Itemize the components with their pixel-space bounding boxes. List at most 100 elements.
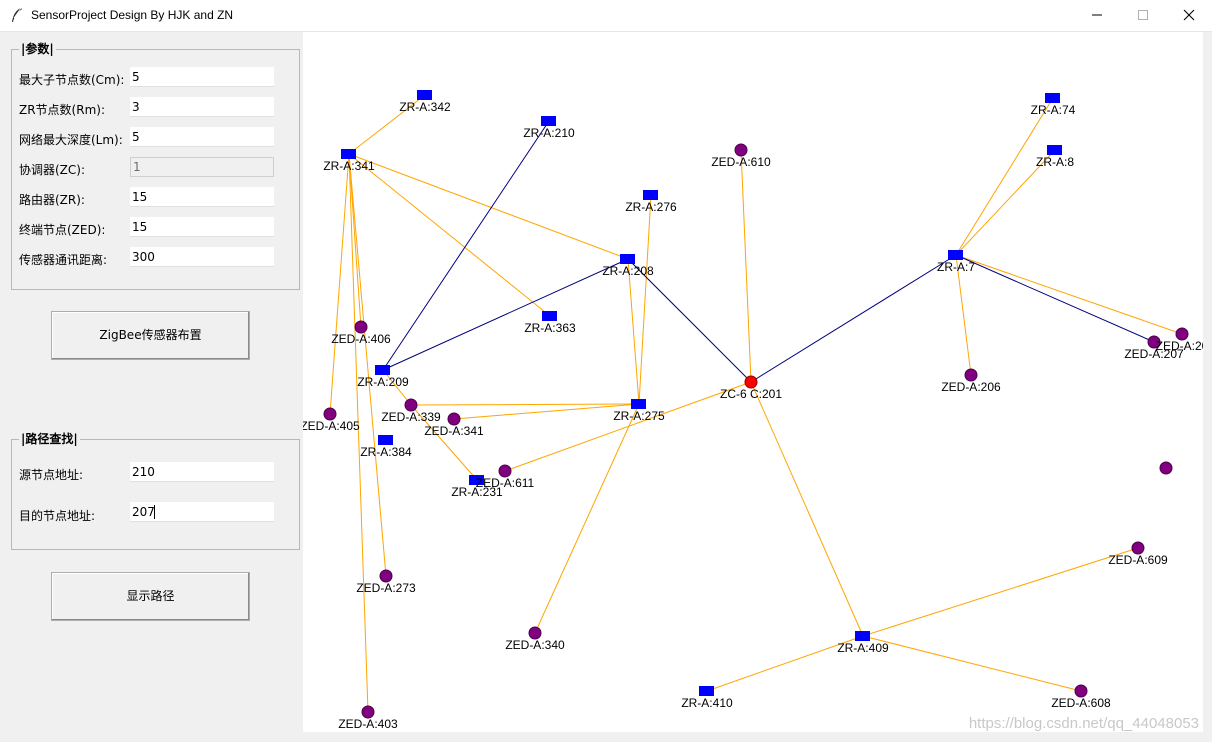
node-label: ZR-A:74: [1031, 103, 1076, 117]
router-node[interactable]: [1047, 145, 1062, 155]
router-node[interactable]: [375, 365, 390, 375]
path-links: [382, 120, 1155, 383]
path-search-legend: |路径查找|: [19, 432, 80, 446]
param-input-zed[interactable]: [130, 217, 274, 237]
end-device-node[interactable]: [1074, 684, 1088, 698]
param-label-zc: 协调器(ZC):: [19, 163, 86, 177]
end-device-node[interactable]: [528, 626, 542, 640]
router-node[interactable]: [643, 190, 658, 200]
router-node[interactable]: [417, 90, 432, 100]
node-label: ZR-A:208: [602, 264, 654, 278]
tree-link: [504, 381, 752, 472]
router-node[interactable]: [542, 311, 557, 321]
end-device-node[interactable]: [1159, 461, 1173, 475]
tree-link: [348, 94, 426, 155]
node-label: ZED-A:609: [1108, 553, 1168, 567]
node-label: ZR-A:8: [1036, 155, 1074, 169]
network-canvas[interactable]: ZC-6 C:201ZR-A:341ZR-A:342ZR-A:210ZR-A:2…: [303, 32, 1203, 732]
node-label: ZED-A:406: [331, 332, 391, 346]
path-link: [955, 254, 1155, 343]
sensor-nodes: ZC-6 C:201ZR-A:341ZR-A:342ZR-A:210ZR-A:2…: [303, 90, 1203, 731]
tree-link: [955, 149, 1056, 256]
node-label: ZR-A:342: [399, 100, 451, 114]
end-device-node[interactable]: [379, 569, 393, 583]
target-address-label: 目的节点地址:: [19, 509, 96, 523]
node-label: ZED-A:273: [356, 581, 416, 595]
node-label: ZED-A:405: [303, 419, 360, 433]
param-label-range: 传感器通讯距离:: [19, 253, 108, 267]
router-node[interactable]: [948, 250, 963, 260]
param-label-rm: ZR节点数(Rm):: [19, 103, 105, 117]
tree-link: [955, 254, 972, 376]
router-node[interactable]: [378, 435, 393, 445]
node-label: ZR-A:409: [837, 641, 889, 655]
node-label: ZED-A:341: [424, 424, 484, 438]
tree-link: [348, 153, 362, 328]
node-label: ZR-A:384: [360, 445, 412, 459]
show-path-button[interactable]: 显示路径: [51, 572, 250, 621]
end-device-node[interactable]: [354, 320, 368, 334]
param-input-zr[interactable]: [130, 187, 274, 207]
param-input-cm[interactable]: [130, 67, 274, 87]
tree-link: [453, 403, 640, 420]
end-device-node[interactable]: [361, 705, 375, 719]
node-label: ZED-A:207: [1124, 347, 1184, 361]
node-label: ZR-A:341: [323, 159, 375, 173]
node-label: ZED-A:610: [711, 155, 771, 169]
minimize-button[interactable]: [1074, 0, 1120, 31]
router-node[interactable]: [1045, 93, 1060, 103]
coordinator-node[interactable]: [744, 375, 758, 389]
tree-link: [955, 97, 1054, 256]
tree-link: [534, 403, 640, 634]
router-node[interactable]: [631, 399, 646, 409]
node-label: ZED-A:20: [1156, 339, 1203, 353]
param-input-range[interactable]: [130, 247, 274, 267]
node-label: ZR-A:363: [524, 321, 576, 335]
node-label: ZR-A:209: [357, 375, 409, 389]
source-address-input[interactable]: [130, 462, 274, 482]
target-address-input[interactable]: [130, 502, 274, 522]
path-link: [750, 254, 957, 383]
end-device-node[interactable]: [498, 464, 512, 478]
tree-link: [348, 153, 551, 317]
end-device-node[interactable]: [404, 398, 418, 412]
router-node[interactable]: [855, 631, 870, 641]
tree-link: [862, 635, 1082, 692]
param-label-lm: 网络最大深度(Lm):: [19, 133, 123, 147]
tree-link: [348, 153, 629, 260]
text-cursor: [154, 505, 155, 519]
node-label: ZR-A:275: [613, 409, 665, 423]
router-node[interactable]: [341, 149, 356, 159]
deploy-sensors-button[interactable]: ZigBee传感器布置: [51, 311, 250, 360]
router-node[interactable]: [620, 254, 635, 264]
router-node[interactable]: [469, 475, 484, 485]
tree-link: [410, 403, 640, 406]
end-device-node[interactable]: [1147, 335, 1161, 349]
tree-link: [329, 153, 350, 415]
maximize-icon: [1138, 10, 1148, 20]
end-device-node[interactable]: [964, 368, 978, 382]
router-node[interactable]: [541, 116, 556, 126]
close-button[interactable]: [1166, 0, 1212, 31]
maximize-button[interactable]: [1120, 0, 1166, 31]
path-link: [382, 258, 629, 371]
tree-link: [955, 254, 1183, 335]
node-label: ZED-A:206: [941, 380, 1001, 394]
router-node[interactable]: [699, 686, 714, 696]
end-device-node[interactable]: [1175, 327, 1189, 341]
tree-link: [638, 194, 652, 405]
end-device-node[interactable]: [323, 407, 337, 421]
node-label: ZED-A:339: [381, 410, 441, 424]
node-label: ZED-A:340: [505, 638, 565, 652]
params-group: |参数|: [11, 42, 300, 290]
node-label: ZED-A:608: [1051, 696, 1111, 710]
tree-link: [410, 404, 478, 481]
node-label: ZED-A:403: [338, 717, 398, 731]
param-input-rm[interactable]: [130, 97, 274, 117]
end-device-node[interactable]: [1131, 541, 1145, 555]
close-icon: [1183, 9, 1195, 21]
param-input-lm[interactable]: [130, 127, 274, 147]
end-device-node[interactable]: [447, 412, 461, 426]
end-device-node[interactable]: [734, 143, 748, 157]
path-link: [382, 120, 550, 371]
